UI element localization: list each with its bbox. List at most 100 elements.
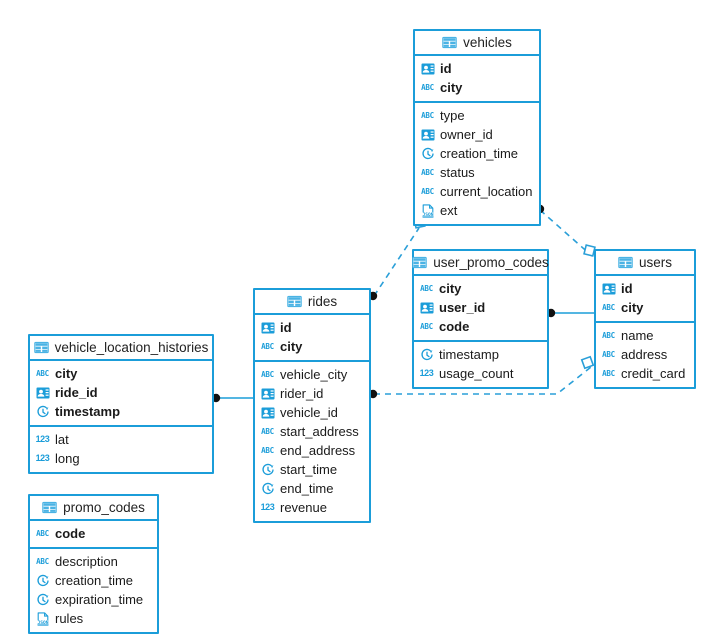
primary-key-field-city[interactable]: ABC city: [255, 337, 369, 356]
id-badge-icon: [260, 320, 275, 335]
field-label: ext: [440, 203, 458, 218]
entity-header-users[interactable]: users: [596, 251, 694, 276]
field-creation_time[interactable]: creation_time: [415, 144, 539, 163]
field-rider_id[interactable]: rider_id: [255, 384, 369, 403]
entity-header-rides[interactable]: rides: [255, 290, 369, 315]
field-label: start_address: [280, 424, 359, 439]
number-icon: 123: [419, 368, 434, 378]
field-label: city: [621, 300, 644, 315]
primary-key-field-user_id[interactable]: user_id: [414, 298, 547, 317]
primary-key-group: ABC code: [30, 521, 157, 549]
entity-header-user_promo_codes[interactable]: user_promo_codes: [412, 251, 549, 276]
abc-icon: ABC: [261, 341, 274, 351]
field-timestamp[interactable]: timestamp: [414, 345, 547, 364]
field-label: owner_id: [440, 127, 493, 142]
abc-icon: ABC: [602, 302, 615, 312]
entity-title: promo_codes: [63, 499, 145, 515]
field-label: city: [440, 80, 463, 95]
entity-header-vehicle_location_histories[interactable]: vehicle_location_histories: [30, 336, 212, 361]
field-label: vehicle_city: [280, 367, 348, 382]
field-label: status: [440, 165, 475, 180]
field-label: code: [55, 526, 86, 541]
primary-key-field-city[interactable]: ABC city: [596, 298, 694, 317]
abc-icon: ABC: [36, 528, 49, 538]
abc-icon: ABC: [261, 369, 274, 379]
json-icon: JSON: [35, 611, 50, 626]
abc-icon: ABC: [602, 349, 615, 359]
table-icon: [42, 500, 57, 515]
abc-icon: ABC: [421, 186, 434, 196]
primary-key-field-id[interactable]: id: [255, 318, 369, 337]
abc-icon: ABC: [261, 445, 274, 455]
primary-key-field-ride_id[interactable]: ride_id: [30, 383, 212, 402]
field-start_time[interactable]: start_time: [255, 460, 369, 479]
field-owner_id[interactable]: owner_id: [415, 125, 539, 144]
table-icon: [618, 255, 633, 270]
entity-title: user_promo_codes: [433, 254, 549, 270]
svg-text:JSON: JSON: [37, 620, 48, 626]
field-label: name: [621, 328, 654, 343]
relationship-vlh-rides[interactable]: [211, 393, 253, 403]
primary-key-field-id[interactable]: id: [596, 279, 694, 298]
field-label: creation_time: [55, 573, 134, 588]
clock-icon: [419, 347, 434, 362]
field-label: lat: [55, 432, 69, 447]
field-vehicle_id[interactable]: vehicle_id: [255, 403, 369, 422]
clock-icon: [260, 462, 275, 477]
id-badge-icon: [420, 61, 435, 76]
entity-title: users: [638, 254, 672, 270]
field-expiration_time[interactable]: expiration_time: [30, 590, 157, 609]
id-badge-icon: [260, 405, 275, 420]
field-end_time[interactable]: end_time: [255, 479, 369, 498]
primary-key-field-code[interactable]: ABC code: [30, 524, 157, 543]
primary-key-field-timestamp[interactable]: timestamp: [30, 402, 212, 421]
field-label: city: [280, 339, 303, 354]
abc-icon: ABC: [420, 283, 433, 293]
id-badge-icon: [35, 385, 50, 400]
field-ext[interactable]: JSON ext: [415, 201, 539, 220]
entity-header-vehicles[interactable]: vehicles: [415, 31, 539, 56]
relationship-user-promo-codes-users[interactable]: [546, 308, 595, 318]
entity-title: vehicles: [463, 34, 512, 50]
field-label: description: [55, 554, 118, 569]
clock-icon: [35, 404, 50, 419]
field-label: expiration_time: [55, 592, 144, 607]
field-vehicle_city[interactable]: ABC vehicle_city: [255, 365, 369, 384]
entity-title: rides: [307, 293, 338, 309]
primary-key-field-id[interactable]: id: [415, 59, 539, 78]
number-icon: 123: [35, 453, 50, 463]
field-creation_time[interactable]: creation_time: [30, 571, 157, 590]
svg-text:JSON: JSON: [422, 212, 433, 218]
entity-header-promo_codes[interactable]: promo_codes: [30, 496, 157, 521]
